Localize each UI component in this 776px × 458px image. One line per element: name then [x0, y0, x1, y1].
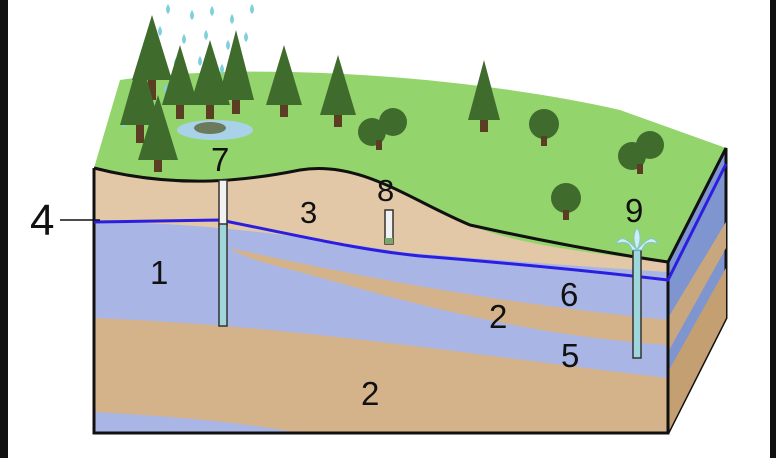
label-5: 5 [561, 337, 580, 374]
well-8-water [385, 238, 393, 244]
artesian-fountain [614, 227, 660, 252]
bottom-aquifer-strip [94, 412, 300, 433]
confined-aquifer [94, 292, 668, 372]
surface-outline [93, 147, 728, 264]
label-2-lower: 2 [361, 375, 380, 412]
label-8: 8 [377, 173, 395, 208]
side-base-band [668, 268, 726, 433]
pond-rock [194, 122, 226, 134]
label-9: 9 [625, 192, 644, 229]
aquitard-lens [230, 248, 668, 345]
conifer-trees [120, 15, 500, 172]
block-front-outline [92, 168, 670, 435]
label-2-upper: 2 [489, 298, 508, 335]
label-1: 1 [150, 254, 169, 291]
well-7-casing [218, 179, 228, 227]
label-4: 4 [30, 196, 55, 245]
label-7: 7 [211, 141, 230, 178]
label-6: 6 [560, 276, 579, 313]
soil-layer [94, 168, 668, 272]
bottom-aquitard [94, 318, 668, 433]
well-9 [632, 249, 642, 359]
label-3: 3 [300, 195, 318, 230]
round-trees [358, 108, 664, 220]
side-aquitard-band [668, 222, 726, 352]
water-table-line [93, 163, 728, 282]
well-7-water [218, 223, 228, 327]
